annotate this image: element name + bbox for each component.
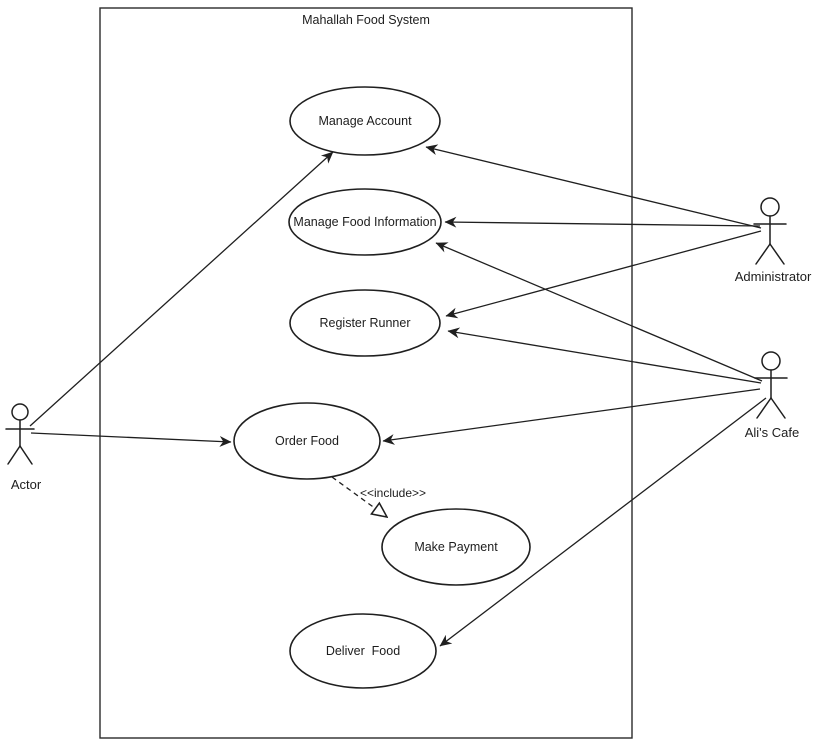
use-case-register-runner: Register Runner: [289, 289, 441, 357]
use-case-manage-account: Manage Account: [289, 86, 441, 156]
use-case-ellipse: [288, 188, 442, 256]
association-alis-cafe-order-food: [382, 388, 761, 445]
actor-head: [11, 403, 29, 421]
use-case-ellipse: [233, 402, 381, 480]
actor-label: Ali's Cafe: [745, 425, 800, 440]
system-boundary: [99, 7, 633, 739]
association-administrator-register-runner: [445, 230, 762, 319]
association-actor-manage-account: [29, 151, 334, 427]
actor-head: [761, 351, 781, 371]
association-administrator-manage-account: [425, 144, 762, 229]
actor-leg-right: [19, 445, 33, 465]
actor-actor: Actor: [5, 403, 42, 492]
actor-label: Actor: [11, 477, 42, 492]
use-case-ellipse: [289, 613, 437, 689]
use-case-label: Manage Account: [318, 114, 412, 128]
use-case-ellipse: [381, 508, 531, 586]
actor-alis-cafe: Ali's Cafe: [745, 351, 800, 440]
actor-leg-left: [7, 445, 21, 465]
association-administrator-manage-food-information: [444, 216, 761, 228]
actor-leg-right: [769, 243, 785, 265]
association-alis-cafe-manage-food-information: [435, 242, 763, 382]
system-title: Mahallah Food System: [302, 13, 430, 27]
use-case-manage-food-information: Manage Food Information: [288, 188, 442, 256]
use-case-label: Order Food: [275, 434, 339, 448]
use-case-label: Manage Food Information: [293, 215, 436, 229]
association-alis-cafe-deliver-food: [439, 397, 767, 647]
actor-head: [760, 197, 780, 217]
actor-leg-left: [756, 397, 772, 419]
associations: [29, 144, 767, 647]
use-case-ellipse: [289, 289, 441, 357]
include-dashed-connector: [331, 476, 387, 517]
use-case-deliver-food: Deliver Food: [289, 613, 437, 689]
use-case-make-payment: Make Payment: [381, 508, 531, 586]
use-case-label: Make Payment: [414, 540, 498, 554]
actor-label: Administrator: [735, 269, 812, 284]
use-case-label: Register Runner: [319, 316, 410, 330]
association-alis-cafe-register-runner: [447, 327, 762, 384]
include-relationship: <<include>>: [331, 476, 426, 517]
actor-leg-left: [755, 243, 771, 265]
include-label: <<include>>: [360, 486, 426, 500]
actor-administrator: Administrator: [735, 197, 812, 284]
association-actor-order-food: [30, 432, 232, 447]
use-case-label: Deliver Food: [326, 644, 400, 658]
use-case-order-food: Order Food: [233, 402, 381, 480]
use-case-ellipse: [289, 86, 441, 156]
actor-leg-right: [770, 397, 786, 419]
